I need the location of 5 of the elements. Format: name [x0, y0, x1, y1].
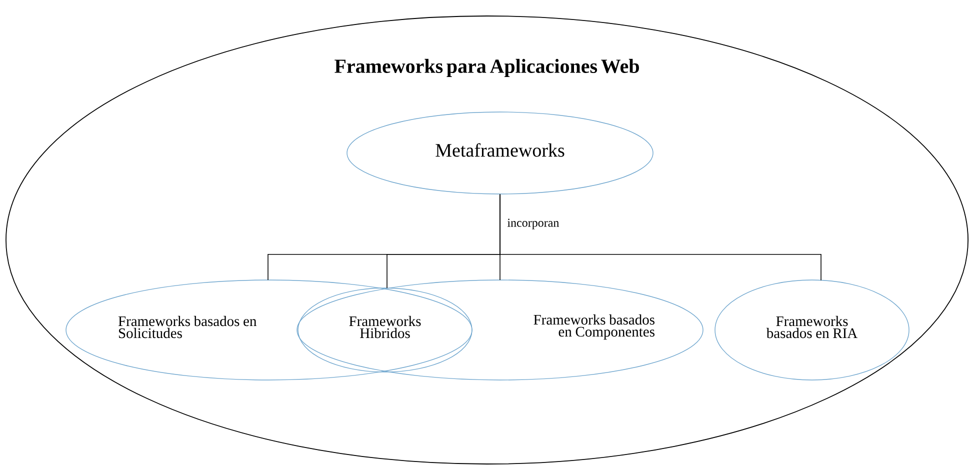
ellipse-node: Metaframeworks — [346, 112, 654, 194]
connector-line — [500, 194, 822, 281]
edge-label: incorporan — [507, 218, 559, 230]
ellipse-node: Frameworks basados en RIA — [714, 280, 910, 380]
ellipse-node: Frameworks Hibridos — [298, 288, 472, 372]
